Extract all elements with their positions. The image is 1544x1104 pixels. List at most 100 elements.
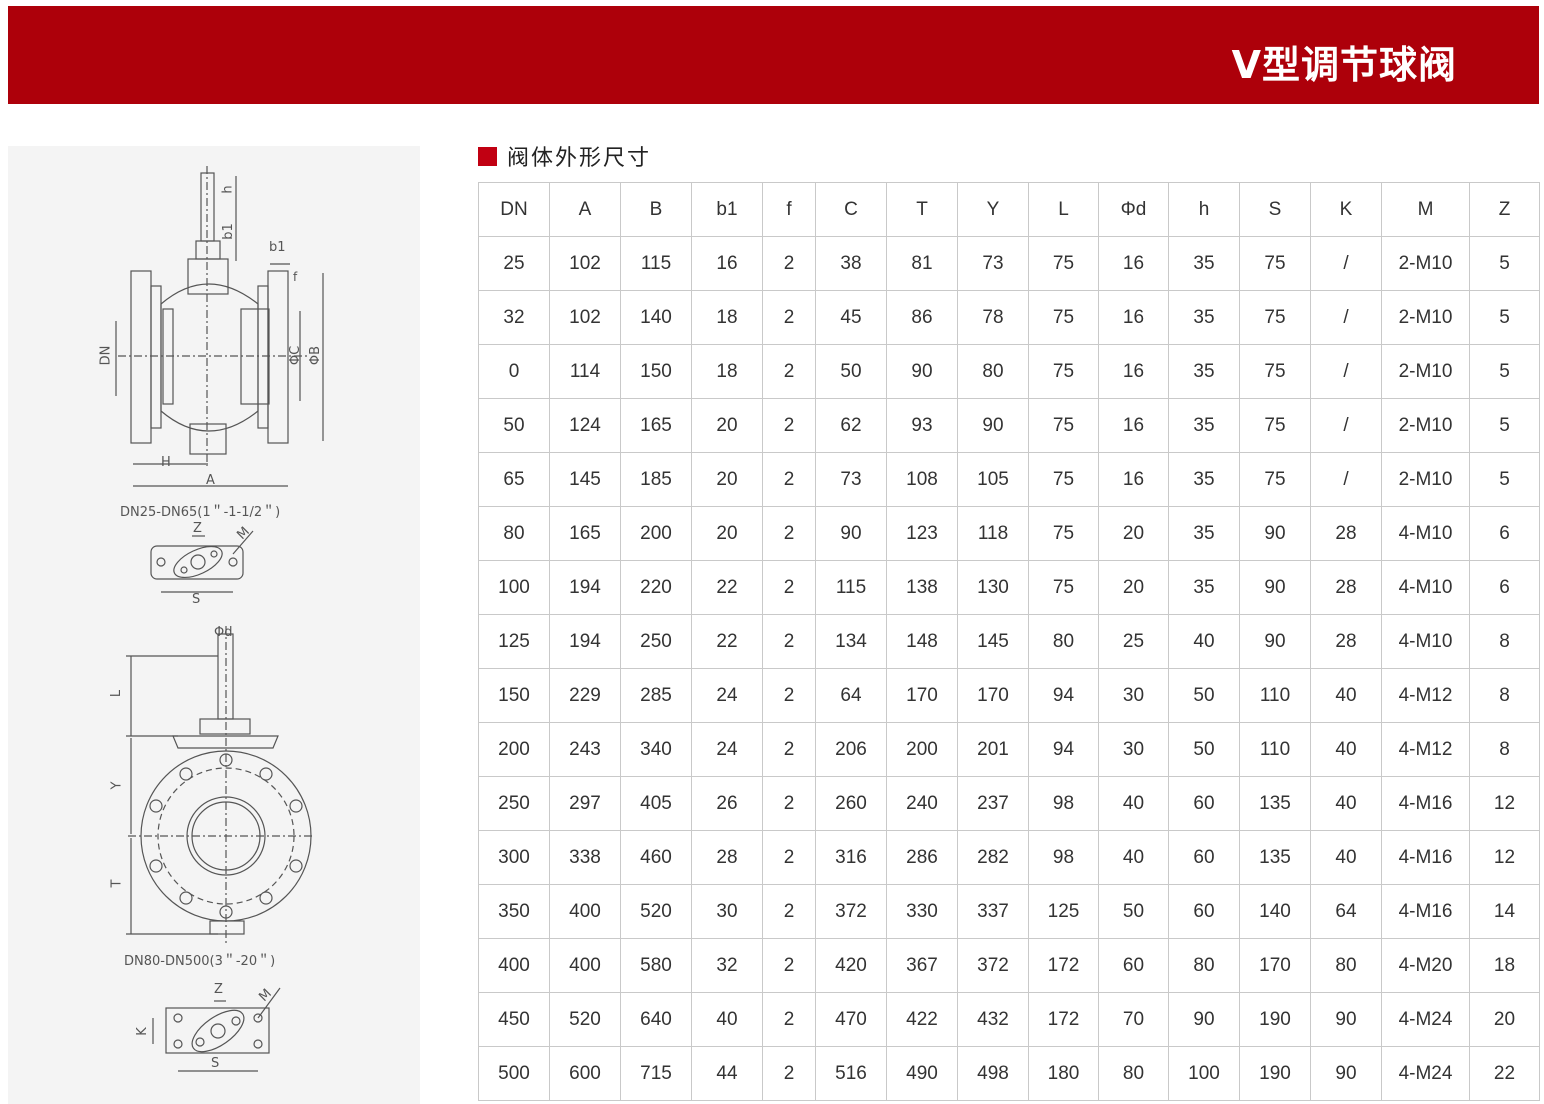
- table-cell: 93: [886, 398, 958, 453]
- table-cell: 165: [620, 398, 692, 453]
- table-cell: 90: [1239, 506, 1311, 561]
- table-cell: 35: [1168, 236, 1240, 291]
- table-cell: 20: [1098, 506, 1169, 561]
- table-cell: 75: [1239, 290, 1311, 345]
- table-cell: 40: [1310, 830, 1382, 885]
- label-s-top: S: [192, 592, 201, 607]
- table-cell: 400: [478, 938, 550, 993]
- table-cell: 50: [815, 344, 887, 399]
- table-cell: 2: [762, 398, 816, 453]
- table-cell: 16: [1098, 344, 1169, 399]
- table-cell: 340: [620, 722, 692, 777]
- table-cell: /: [1310, 290, 1382, 345]
- table-cell: 286: [886, 830, 958, 885]
- label-L: L: [109, 689, 125, 698]
- table-cell: 640: [620, 992, 692, 1047]
- table-cell: 65: [478, 452, 550, 507]
- table-cell: 300: [478, 830, 550, 885]
- header-banner: V型调节球阀: [8, 6, 1539, 104]
- column-header: M: [1381, 182, 1470, 237]
- table-cell: 190: [1239, 992, 1311, 1047]
- table-cell: 8: [1469, 722, 1540, 777]
- table-cell: /: [1310, 452, 1382, 507]
- table-cell: 108: [886, 452, 958, 507]
- table-cell: /: [1310, 344, 1382, 399]
- table-cell: 170: [1239, 938, 1311, 993]
- table-cell: 80: [1028, 614, 1099, 669]
- table-cell: 135: [1239, 776, 1311, 831]
- label-T: T: [109, 879, 125, 888]
- column-header: DN: [478, 182, 550, 237]
- table-cell: 40: [1098, 830, 1169, 885]
- table-cell: 73: [815, 452, 887, 507]
- table-cell: 16: [691, 236, 763, 291]
- table-cell: 330: [886, 884, 958, 939]
- label-dn: DN: [98, 345, 114, 366]
- label-f: f: [293, 270, 298, 284]
- table-cell: 35: [1168, 506, 1240, 561]
- table-cell: 50: [1168, 668, 1240, 723]
- label-c: ΦC: [288, 345, 304, 366]
- column-header: Φd: [1098, 182, 1169, 237]
- technical-drawing-panel: h b1 b1 f DN ΦC ΦB H A DN25-DN65(1＂-1-1/…: [8, 146, 420, 1104]
- table-cell: 98: [1028, 776, 1099, 831]
- table-cell: 30: [691, 884, 763, 939]
- table-cell: 185: [620, 452, 692, 507]
- table-cell: 432: [957, 992, 1029, 1047]
- label-k: K: [134, 1027, 150, 1036]
- table-cell: 32: [691, 938, 763, 993]
- table-cell: 20: [691, 452, 763, 507]
- table-cell: 130: [957, 560, 1029, 615]
- table-cell: 220: [620, 560, 692, 615]
- table-cell: 80: [478, 506, 550, 561]
- table-cell: 16: [1098, 452, 1169, 507]
- table-cell: 148: [886, 614, 958, 669]
- table-cell: 134: [815, 614, 887, 669]
- table-cell: 75: [1028, 344, 1099, 399]
- table-cell: 35: [1168, 452, 1240, 507]
- table-cell: 102: [549, 236, 621, 291]
- table-cell: 337: [957, 884, 1029, 939]
- table-cell: 4-M24: [1381, 1046, 1470, 1101]
- table-cell: 372: [815, 884, 887, 939]
- label-z-bottom: Z: [214, 982, 223, 997]
- table-cell: 4-M10: [1381, 506, 1470, 561]
- table-cell: 35: [1168, 398, 1240, 453]
- table-cell: 2: [762, 722, 816, 777]
- table-cell: /: [1310, 398, 1382, 453]
- page-title: V型调节球阀: [1231, 43, 1457, 87]
- table-cell: 75: [1028, 452, 1099, 507]
- table-cell: 2: [762, 236, 816, 291]
- table-cell: 4-M16: [1381, 830, 1470, 885]
- table-cell: 45: [815, 290, 887, 345]
- table-cell: 12: [1469, 830, 1540, 885]
- table-cell: 229: [549, 668, 621, 723]
- table-cell: 125: [478, 614, 550, 669]
- table-cell: 20: [691, 506, 763, 561]
- table-cell: 70: [1098, 992, 1169, 1047]
- table-cell: 20: [1469, 992, 1540, 1047]
- table-cell: 2-M10: [1381, 290, 1470, 345]
- table-cell: 90: [1168, 992, 1240, 1047]
- table-cell: 86: [886, 290, 958, 345]
- column-header: L: [1028, 182, 1099, 237]
- table-cell: 75: [1239, 398, 1311, 453]
- table-cell: 18: [1469, 938, 1540, 993]
- table-cell: 38: [815, 236, 887, 291]
- table-cell: 80: [1168, 938, 1240, 993]
- table-cell: 400: [549, 938, 621, 993]
- table-cell: 4-M10: [1381, 614, 1470, 669]
- table-cell: 2-M10: [1381, 452, 1470, 507]
- table-cell: 40: [1310, 668, 1382, 723]
- table-cell: 6: [1469, 560, 1540, 615]
- table-cell: 110: [1239, 722, 1311, 777]
